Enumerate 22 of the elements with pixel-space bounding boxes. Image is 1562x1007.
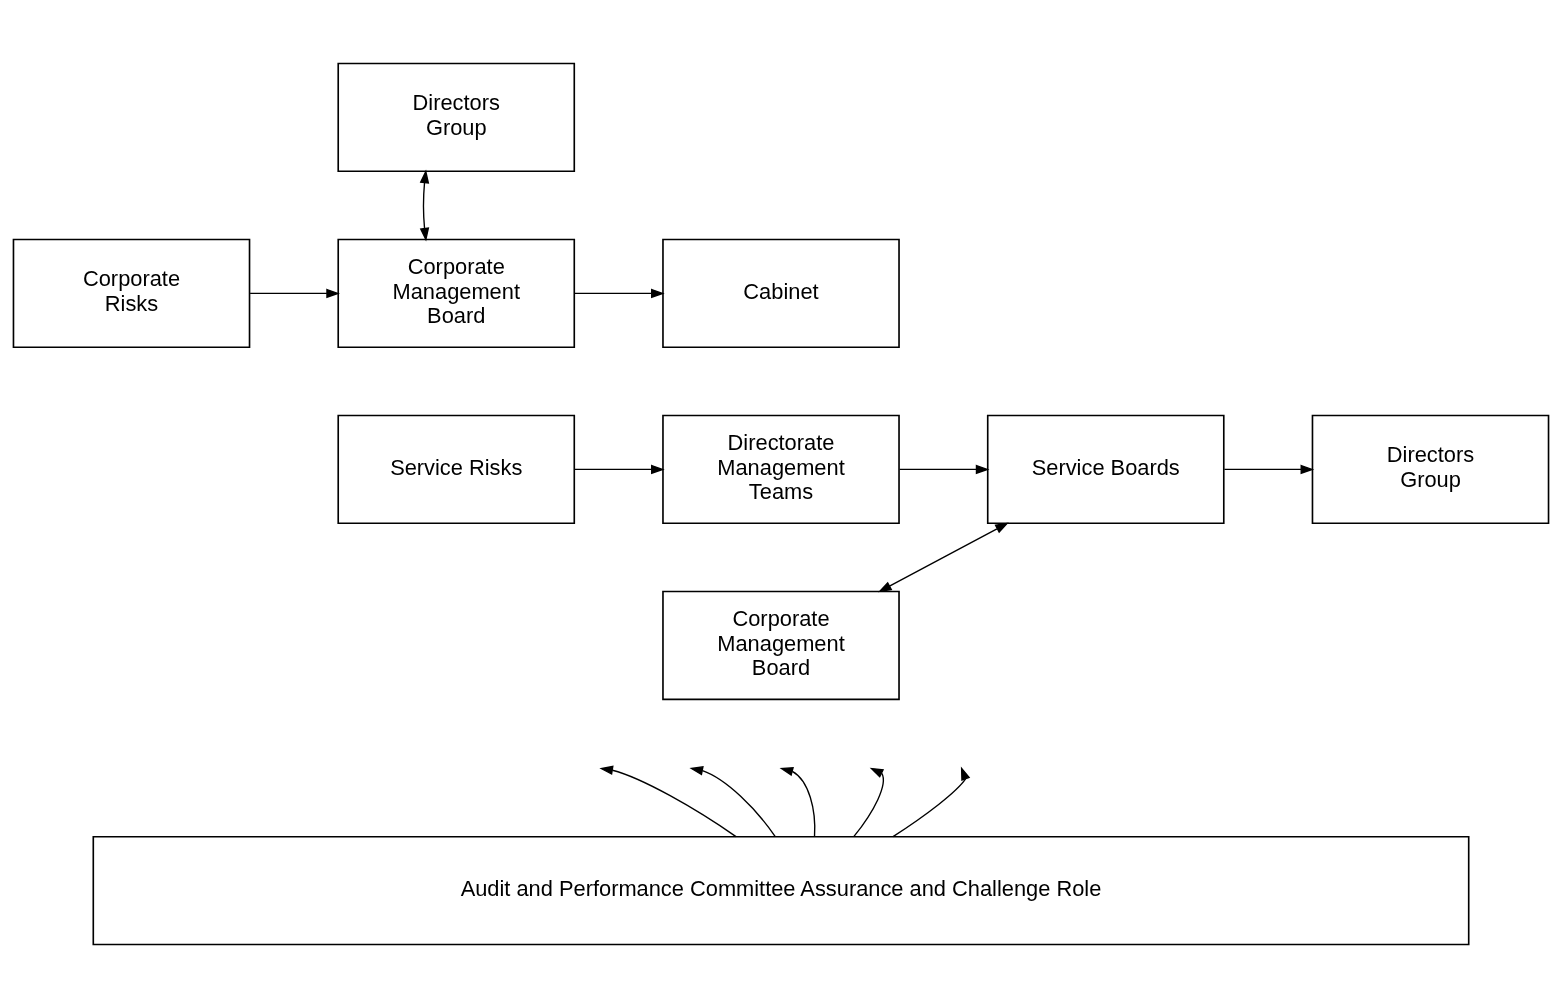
arrow	[878, 522, 1009, 592]
node-box: Directorate Management Teams	[662, 414, 900, 524]
arrow	[419, 169, 430, 241]
node-box: Directors Group	[1311, 414, 1550, 524]
arrow	[779, 766, 816, 837]
node-box: Service Boards	[986, 414, 1225, 524]
arrow	[574, 464, 665, 474]
arrow	[1223, 464, 1315, 474]
node-box: Directors Group	[337, 62, 576, 172]
arrow	[689, 765, 776, 837]
node-box: Service Risks	[337, 414, 576, 524]
arrow	[249, 288, 340, 298]
node-box: Corporate Management Board	[337, 238, 576, 348]
node-box: Audit and Performance Committee Assurance and Challenge Role	[92, 835, 1470, 945]
arrow	[898, 464, 990, 474]
node-box: Corporate Risks	[12, 238, 251, 348]
node-box: Cabinet	[662, 238, 900, 348]
arrow	[853, 767, 885, 837]
arrow	[599, 765, 737, 837]
arrow	[892, 766, 971, 837]
arrow	[574, 288, 665, 298]
node-box: Corporate Management Board	[662, 590, 900, 700]
